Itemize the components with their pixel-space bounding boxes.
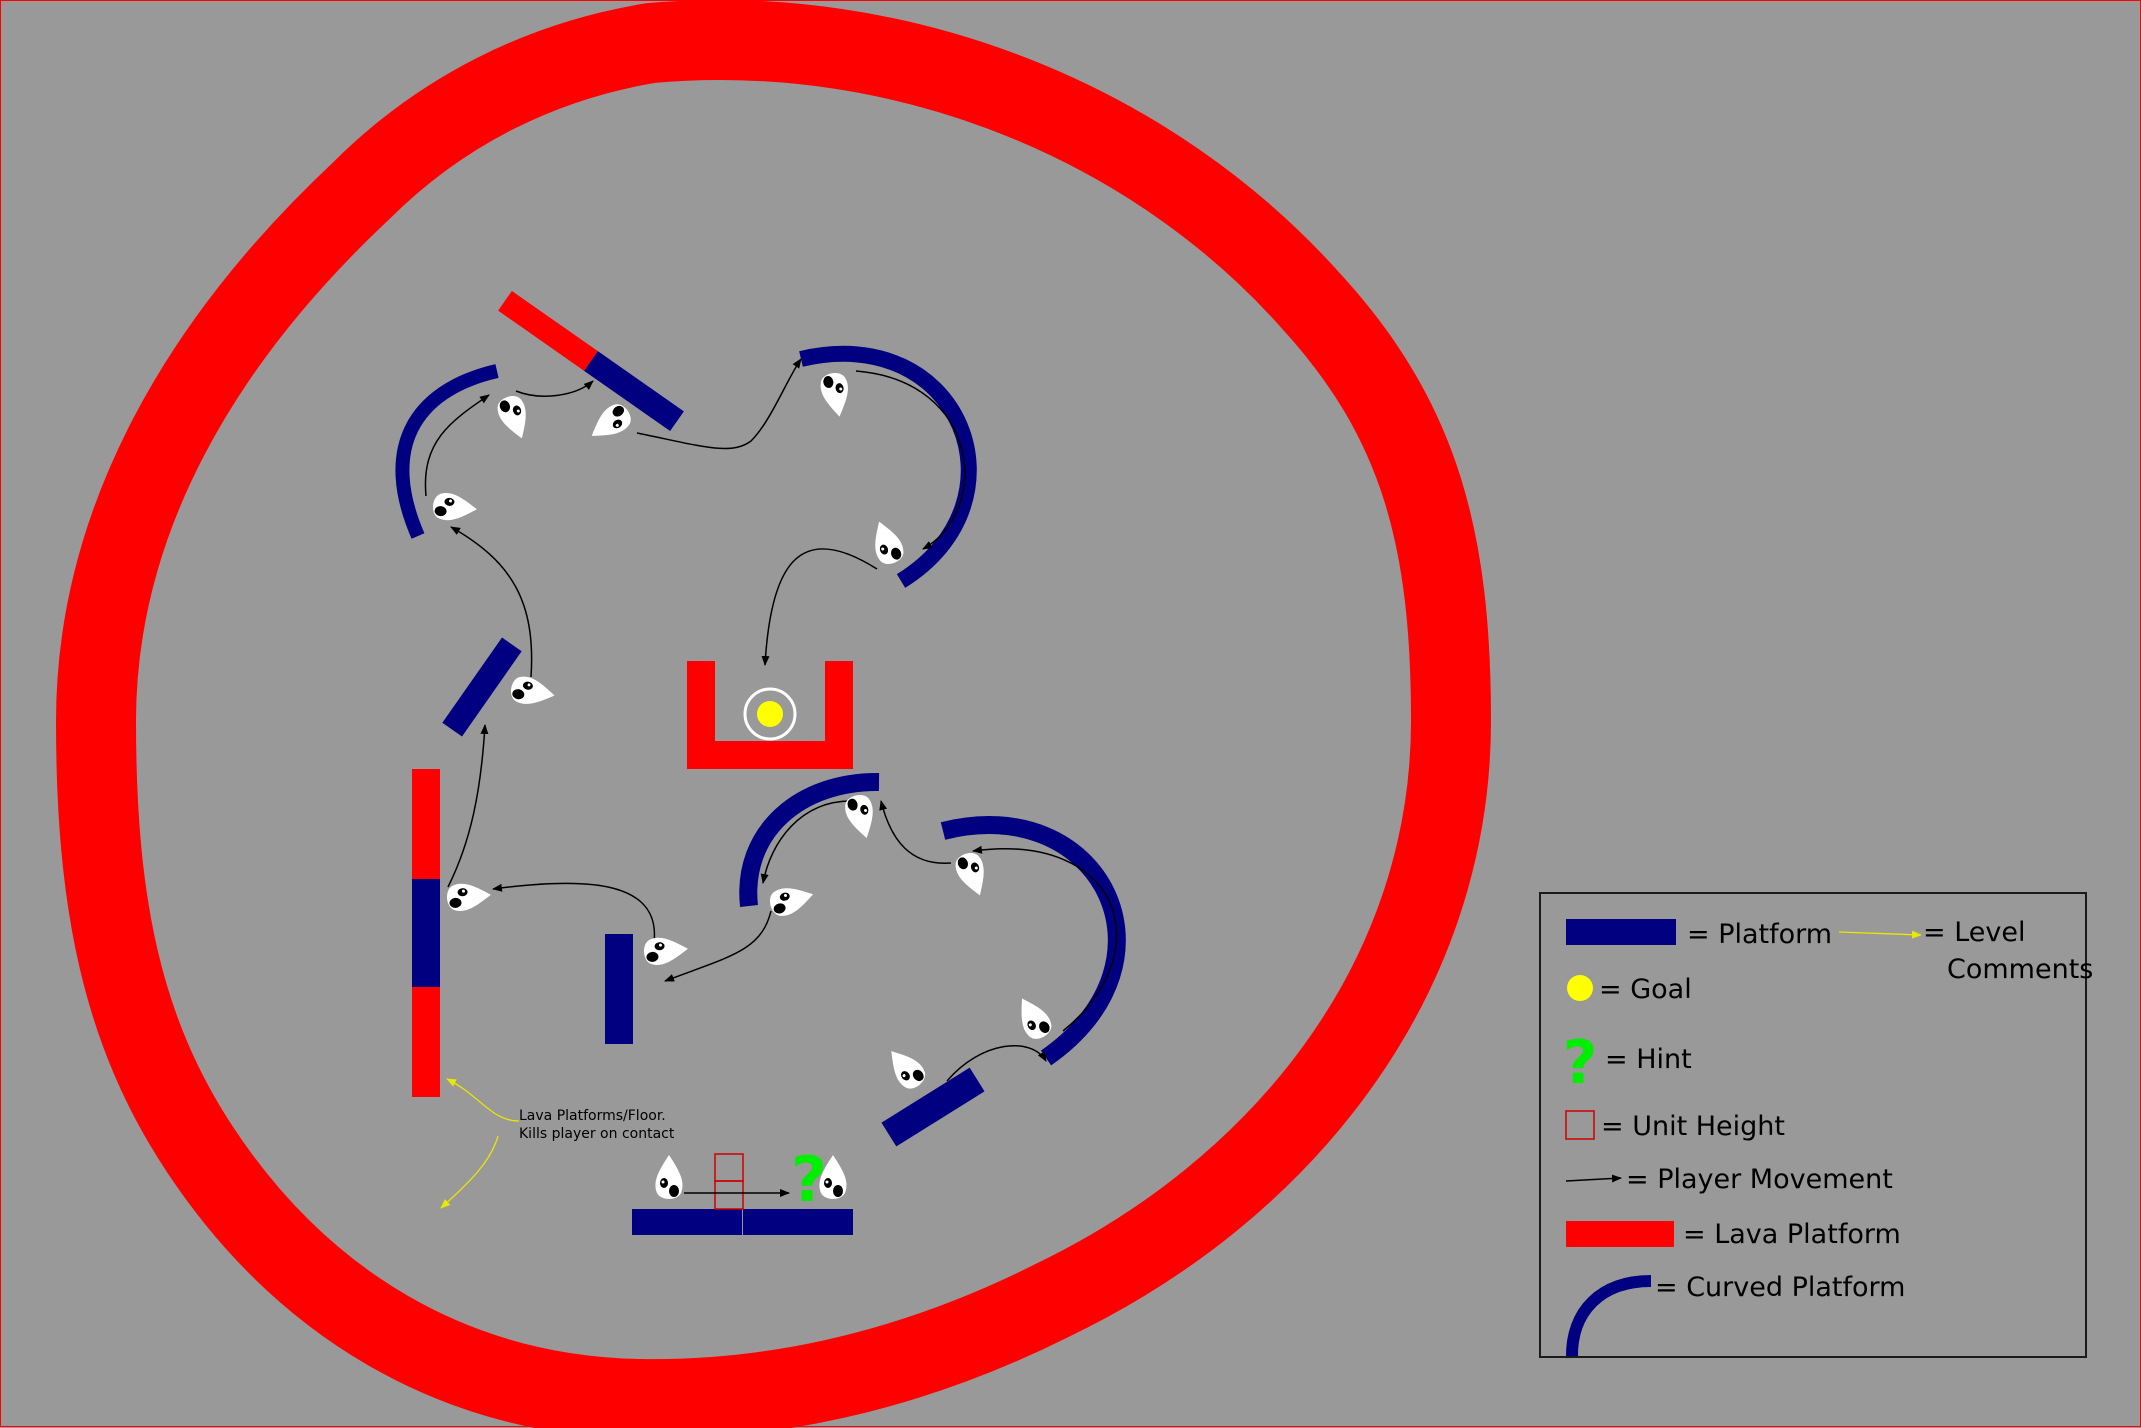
legend-unit-height-icon: [1565, 1110, 1595, 1140]
lava-comment-line-2: Kills player on contact: [519, 1126, 675, 1142]
lava-comment: Lava Platforms/Floor. Kills player on co…: [519, 1107, 674, 1143]
legend-movement-label: = Player Movement: [1626, 1164, 1893, 1195]
legend-hint-icon: ?: [1563, 1028, 1598, 1098]
legend-platform-swatch: [1566, 919, 1676, 945]
legend-lava-swatch: [1566, 1221, 1674, 1247]
player-movement-paths: [424, 358, 1118, 1197]
legend-goal-icon: [1567, 975, 1593, 1001]
diagonal-platform-left: [442, 637, 522, 737]
vertical-platform-small: [605, 934, 633, 1044]
goal-enclosure: [687, 661, 853, 769]
legend-platform-label: = Platform: [1687, 919, 1833, 950]
diagonal-lava-platform-top: [498, 290, 684, 432]
curved-platform-top-left: [395, 364, 499, 539]
legend-comment-arrow: [1838, 930, 1922, 939]
lava-comment-line-1: Lava Platforms/Floor.: [519, 1108, 666, 1124]
bottom-platform: [632, 1209, 853, 1235]
legend-unit-height-label: = Unit Height: [1601, 1111, 1786, 1142]
legend-goal-label: = Goal: [1599, 974, 1692, 1005]
curved-platform-right: [940, 816, 1126, 1066]
diagonal-platform-bottom-right: [881, 1067, 985, 1147]
lava-column-left: [412, 769, 440, 1097]
legend-comments-label-1: = Level: [1923, 917, 2026, 948]
legend-hint-label: = Hint: [1605, 1044, 1692, 1075]
legend-curved-platform-icon: [1565, 1275, 1652, 1359]
curved-platform-middle: [739, 772, 880, 907]
level-comment-arrows: [440, 1078, 520, 1209]
legend-movement-arrow: [1565, 1174, 1622, 1183]
legend-curved-label: = Curved Platform: [1655, 1272, 1906, 1303]
lava-outer-ring: [55, 1, 1492, 1428]
legend-lava-label: = Lava Platform: [1683, 1219, 1901, 1250]
legend-comments-label-2: Comments: [1947, 954, 2094, 985]
legend-panel: [1539, 892, 2087, 1358]
goal-orb-icon: [743, 687, 797, 741]
curved-platform-top-right: [799, 345, 977, 588]
unit-height-marker: [714, 1153, 744, 1210]
